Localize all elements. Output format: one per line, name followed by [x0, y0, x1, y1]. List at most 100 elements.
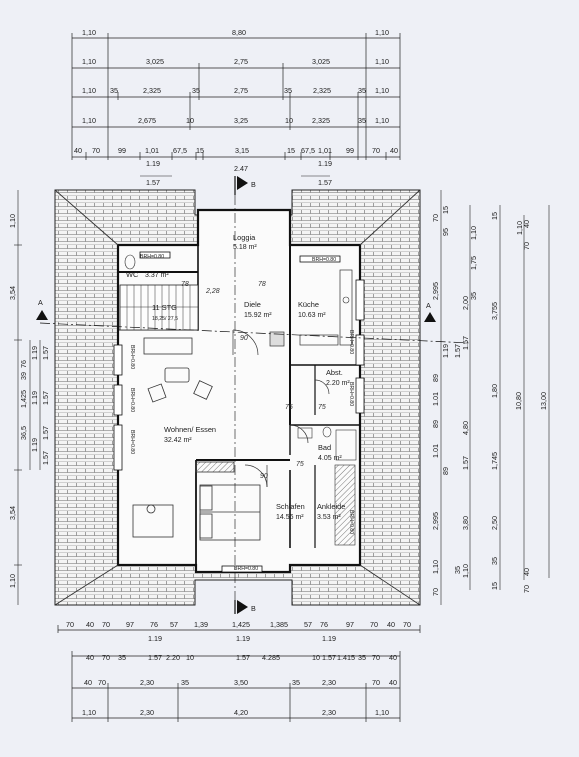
top-dim-3b: 35: [110, 86, 118, 95]
right-a-11: 1.01: [431, 392, 440, 406]
right-b-3: 3,755: [490, 302, 499, 320]
left-dim-6: 36,5: [19, 426, 28, 440]
bottom-dim-4e: 1,10: [375, 708, 389, 717]
note-7: 75: [318, 404, 326, 411]
note-4: 90: [240, 335, 248, 342]
note-6: 75: [285, 404, 293, 411]
top-dim-5f: 15: [196, 146, 204, 155]
right-dimension-chains: 70 15 95 1,10 1,75 35 2,995 1.19 1.57 89…: [431, 190, 550, 605]
brh-right-3: BRH=0.80: [348, 510, 354, 534]
bottom-dim-4d: 2,30: [322, 708, 336, 717]
stair-label: 11 STG: [152, 303, 177, 312]
room-ankleide-name: Ankleide: [317, 502, 345, 511]
top-dim-1a: 1,10: [82, 28, 96, 37]
left-dim-4: 39: [19, 372, 28, 380]
bottom-dim-2j: 1.415: [337, 653, 355, 662]
right-a-15: 2,995: [431, 512, 440, 530]
right-a-3: 95: [441, 228, 450, 236]
top-dim-3f: 35: [284, 86, 292, 95]
left-dim-15: 1,10: [8, 574, 17, 588]
top-dim-5j: 1,01: [318, 146, 332, 155]
top-dimension-chains: 1,10 8,80 1,10 1,10 3,025 2,75 3,025 1,1…: [71, 28, 401, 187]
top-small-5: 1.57: [318, 178, 332, 187]
note-1: 78: [181, 281, 189, 288]
left-dim-3: 76: [19, 360, 28, 368]
right-b-11: 1,10: [461, 564, 470, 578]
bottom-dim-1k: 76: [320, 620, 328, 629]
top-dim-4b: 2,675: [138, 116, 156, 125]
top-dim-4c: 10: [186, 116, 194, 125]
bottom-dim-3c: 2,30: [140, 678, 154, 687]
section-a-line: A A: [36, 298, 471, 344]
right-c-2: 70: [522, 242, 531, 250]
top-dim-5g: 3,15: [235, 146, 249, 155]
room-diele-name: Diele: [244, 300, 261, 309]
right-c-1: 1,10: [515, 221, 524, 235]
right-b-10: 2,50: [490, 516, 499, 530]
brh-wc: BRH=0.80: [140, 254, 164, 260]
bottom-dim-1e: 76: [150, 620, 158, 629]
bottom-dim-4a: 1,10: [82, 708, 96, 717]
right-a-17: 1,10: [431, 560, 440, 574]
right-b-1: 15: [490, 212, 499, 220]
stair: 11 STG 18,25/ 27,5: [119, 284, 199, 331]
top-dim-4h: 1,10: [375, 116, 389, 125]
section-b-line: B: [234, 195, 256, 614]
right-c-3: 40: [522, 220, 531, 228]
bottom-dim-2c: 35: [118, 653, 126, 662]
room-wohnen-area: 32.42 m²: [164, 437, 192, 444]
bottom-dim-2m: 40: [389, 653, 397, 662]
right-b-13: 15: [490, 582, 499, 590]
top-small-4: 1.19: [318, 159, 332, 168]
left-dim-7: 1.19: [30, 346, 39, 360]
room-diele-area: 15.92 m²: [244, 312, 272, 319]
bottom-dim-1a: 70: [66, 620, 74, 629]
right-a-4: 1,10: [469, 226, 478, 240]
right-a-1: 70: [431, 214, 440, 222]
brh-right-2: BRH=0.80: [348, 382, 354, 406]
top-dim-4a: 1,10: [82, 116, 96, 125]
right-a-9: 1.57: [453, 344, 462, 358]
left-dim-11: 1.57: [41, 426, 50, 440]
room-wc-name: WC: [126, 270, 139, 279]
right-a-10: 89: [431, 374, 440, 382]
bottom-small-2: 1.57: [148, 653, 162, 662]
note-3: 78: [258, 281, 266, 288]
left-dim-14: 3,54: [8, 506, 17, 520]
left-dimension-chains: 1,10 3,54 76 39 1,425 36,5 1.19 1.57 1.1…: [8, 190, 50, 605]
top-dim-5d: 1,01: [145, 146, 159, 155]
top-dim-5e: 67,5: [173, 146, 187, 155]
bottom-dim-2h: 10: [312, 653, 320, 662]
bottom-small-4: 1.57: [236, 653, 250, 662]
bottom-dimension-chains: 70 40 70 97 76 57 1,39 1,425 1,385 57 76…: [57, 620, 421, 722]
room-schlafen-area: 14.56 m²: [276, 514, 304, 521]
right-a-13: 1.01: [431, 444, 440, 458]
living-furniture: [132, 337, 213, 538]
right-a-7: 2,995: [431, 282, 440, 300]
door-swings: [232, 329, 330, 488]
room-wohnen-name: Wohnen/ Essen: [164, 425, 216, 434]
right-a-16: 35: [453, 566, 462, 574]
left-dim-1: 1,10: [8, 214, 17, 228]
room-kueche-area: 10.63 m²: [298, 312, 326, 319]
bottom-dim-1i: 1,385: [270, 620, 288, 629]
bottom-dim-3g: 2,30: [322, 678, 336, 687]
section-b-top-label: B: [251, 180, 256, 189]
handwritten-notes: 78 2,28 78 90 90 75 75 75: [181, 281, 326, 480]
right-b-6: 4,80: [461, 421, 470, 435]
right-b-12: 35: [490, 557, 499, 565]
right-b-9: 3,80: [461, 516, 470, 530]
right-a-6: 35: [469, 292, 478, 300]
bottom-dim-2k: 35: [358, 653, 366, 662]
bottom-dim-3f: 35: [292, 678, 300, 687]
top-dim-3h: 35: [358, 86, 366, 95]
windows: [113, 251, 365, 573]
brh-left-1: BRH=0.80: [129, 345, 135, 369]
right-a-18: 70: [431, 588, 440, 596]
top-dim-2e: 1,10: [375, 57, 389, 66]
room-loggia-area: 5.18 m²: [233, 244, 257, 251]
bottom-dim-2a: 40: [86, 653, 94, 662]
bottom-dim-1n: 40: [387, 620, 395, 629]
section-b-bottom-label: B: [251, 604, 256, 613]
right-a-5: 1,75: [469, 256, 478, 270]
